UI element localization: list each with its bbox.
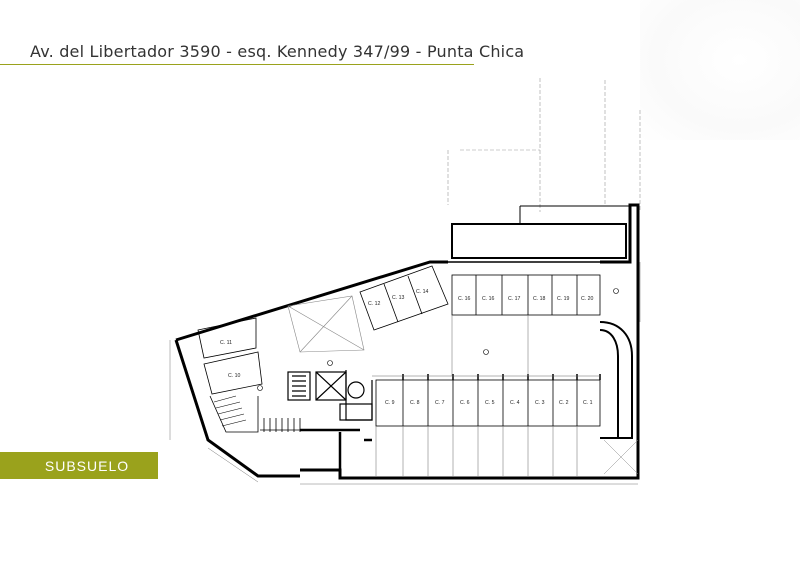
- space-label: C. 10: [228, 373, 241, 379]
- space-label: C. 11: [220, 340, 232, 346]
- level-markers: [257, 288, 619, 391]
- space-label: C. 6: [460, 400, 470, 406]
- hatched-ramp-zone: [287, 295, 365, 353]
- top-service-block: [451, 223, 627, 259]
- curved-ramp: [599, 321, 633, 439]
- lower-left-core: [300, 428, 372, 470]
- space-label: C. 19: [557, 296, 570, 302]
- stair-core: [287, 370, 373, 421]
- angled-space-labels: C. 12 C. 13 C. 14: [368, 289, 429, 307]
- upper-space-labels: C. 16 C. 16 C. 17 C. 18 C. 19 C. 20: [458, 296, 594, 302]
- lower-bays: [375, 379, 601, 427]
- space-label: C. 18: [533, 296, 546, 302]
- space-label: C. 7: [435, 400, 445, 406]
- space-label: C. 20: [581, 296, 594, 302]
- dimension-lines: [169, 262, 641, 485]
- floor-level-label: SUBSUELO: [0, 452, 158, 479]
- ramp-outline: [447, 78, 641, 212]
- space-label: C. 2: [559, 400, 569, 406]
- left-space-labels: C. 11 C. 10: [220, 340, 241, 379]
- space-label: C. 14: [416, 289, 429, 295]
- aisle-lines: [372, 315, 600, 476]
- angled-bays: [359, 265, 449, 331]
- space-label: C. 13: [392, 295, 405, 301]
- space-label: C. 5: [485, 400, 495, 406]
- project-address-title: Av. del Libertador 3590 - esq. Kennedy 3…: [30, 42, 525, 61]
- space-label: C. 4: [510, 400, 520, 406]
- space-label: C. 9: [385, 400, 395, 406]
- space-label: C. 17: [508, 296, 521, 302]
- upper-bays: [451, 274, 601, 316]
- space-label: C. 3: [535, 400, 545, 406]
- space-label: C. 16: [458, 296, 471, 302]
- corner-glow: [640, 0, 800, 140]
- space-label: C. 16: [482, 296, 495, 302]
- ramp-hatch: [603, 439, 639, 475]
- space-label: C. 12: [368, 301, 381, 307]
- lower-space-labels: C. 9 C. 8 C. 7 C. 6 C. 5 C. 4 C. 3 C. 2 …: [385, 400, 593, 406]
- space-label: C. 8: [410, 400, 420, 406]
- exterior-wall: [174, 203, 640, 480]
- space-label: C. 1: [583, 400, 593, 406]
- left-storage-hatch: [213, 395, 247, 427]
- header-underline: [0, 64, 474, 65]
- lower-bay-markers: [402, 374, 601, 380]
- bike-rack: [260, 418, 304, 432]
